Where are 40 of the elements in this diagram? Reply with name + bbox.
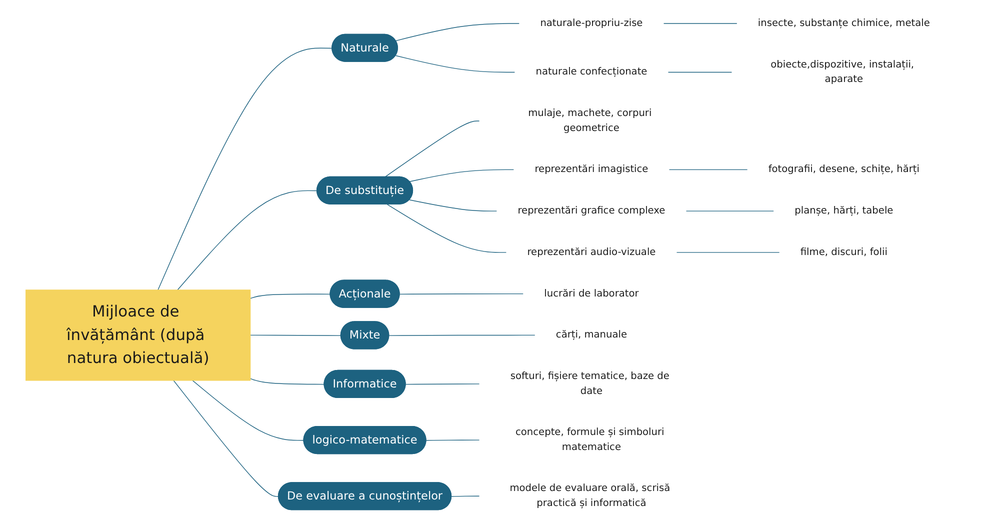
connector [663, 23, 738, 24]
node-text: reprezentări audio-vizuale [527, 246, 656, 258]
node-text: naturale confecționate [536, 66, 648, 78]
connector [158, 48, 333, 290]
node-text: obiecte,dispozitive, instalații, aparate [770, 58, 914, 85]
connector [668, 169, 748, 170]
node-text: fotografii, desene, schițe, hărți [768, 164, 920, 175]
node-text: lucrări de laborator [544, 288, 639, 300]
connector [399, 293, 524, 295]
connector [173, 380, 280, 497]
node-text: softuri, fișiere tematice, baze de date [510, 370, 670, 397]
connector [388, 334, 536, 336]
node-text: reprezentări imagistice [534, 164, 648, 175]
connector [386, 204, 507, 253]
connector [676, 252, 780, 253]
connector [426, 440, 480, 441]
connector [451, 496, 480, 497]
connector [395, 55, 516, 73]
connector [686, 210, 774, 212]
node-text: insecte, substanțe chimice, metale [758, 18, 930, 29]
connector [250, 334, 342, 336]
node-box: Mijloace de învățământ (după natura obiectuală) [26, 290, 251, 381]
connector [250, 294, 331, 299]
connector [192, 380, 304, 441]
connector [177, 190, 318, 290]
node-text: naturale-propriu-zise [540, 18, 643, 29]
connector [409, 169, 514, 182]
node-text: mulaje, machete, corpuri geometrice [528, 108, 652, 134]
node-text: filme, discuri, folii [800, 246, 888, 258]
node-text: reprezentări grafice complexe [518, 205, 666, 216]
connector [405, 384, 480, 385]
connector [250, 378, 325, 385]
node-text: modele de evaluare orală, scrisă practică și informatică [510, 482, 670, 509]
connector [395, 23, 520, 42]
node-text: cărți, manuale [556, 329, 628, 340]
node-text: concepte, formule și simboluri matematice [516, 426, 664, 453]
connector [668, 72, 732, 73]
node-text: planșe, hărți, tabele [794, 205, 894, 216]
connector [409, 200, 498, 212]
connector [384, 120, 480, 178]
